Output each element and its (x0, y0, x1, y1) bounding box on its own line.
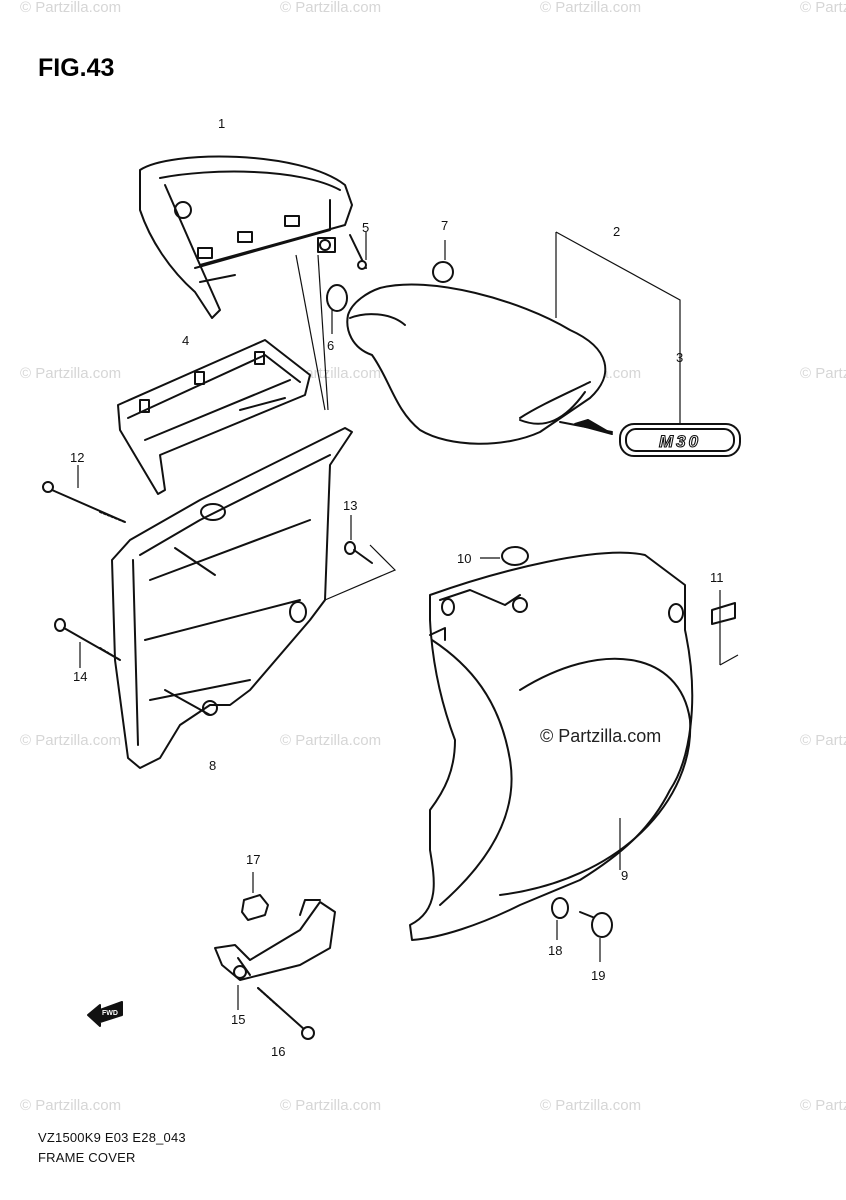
part-15-lower-bracket (214, 899, 336, 1010)
part-7-grommet (432, 240, 454, 283)
callout-14: 14 (73, 669, 87, 684)
part-10-cushion (480, 546, 529, 566)
callout-19: 19 (591, 968, 605, 983)
assembly-line (324, 544, 397, 601)
part-16-bolt (257, 987, 315, 1040)
callout-15: 15 (231, 1012, 245, 1027)
part-17-clip (241, 872, 269, 921)
part-11-plate (711, 590, 739, 666)
assembly-line (295, 254, 326, 411)
part-12-bolt (42, 465, 126, 523)
watermark: © Partzilla.com (20, 1097, 121, 1114)
watermark: © Partzilla.com (280, 1097, 381, 1114)
callout-12: 12 (70, 450, 84, 465)
callout-1: 1 (218, 116, 225, 131)
watermark: © Partzilla.com (800, 1097, 846, 1114)
assembly-line (317, 254, 329, 411)
part-2-side-cover (346, 283, 613, 445)
watermark: © Partzilla.com (800, 732, 846, 749)
figure-title: FIG.43 (38, 54, 115, 82)
callout-labels: 1 2 3 4 5 6 7 8 9 10 11 12 13 14 15 16 1… (70, 116, 724, 1059)
watermark: © Partzilla.com (800, 365, 846, 382)
watermark: © Partzilla.com (20, 365, 121, 382)
part-18-nut (551, 897, 569, 940)
callout-10: 10 (457, 551, 471, 566)
part-1-upper-cover (139, 155, 353, 319)
part-6-grommet (326, 284, 348, 334)
part-4-bracket (117, 339, 311, 495)
callout-16: 16 (271, 1044, 285, 1059)
callout-2: 2 (613, 224, 620, 239)
part-8-frame (111, 427, 353, 769)
callout-6: 6 (327, 338, 334, 353)
part-13-screw (344, 515, 373, 564)
watermark: © Partzilla.com (540, 0, 641, 16)
callout-8: 8 (209, 758, 216, 773)
part-9-lower-cover (409, 551, 694, 941)
watermark: © Partzilla.com (20, 732, 121, 749)
callout-11: 11 (710, 570, 724, 585)
part-14-bolt (54, 618, 121, 668)
front-direction-arrow-icon: FWD (87, 1001, 123, 1027)
watermark: © Partzilla.com (800, 0, 846, 16)
arrow-label: FWD (102, 1010, 118, 1017)
callout-9: 9 (621, 868, 628, 883)
callout-4: 4 (182, 333, 189, 348)
part-19-screw (579, 911, 613, 962)
center-watermark: © Partzilla.com (540, 726, 661, 746)
watermark: © Partzilla.com (280, 0, 381, 16)
callout-3: 3 (676, 350, 683, 365)
callout-7: 7 (441, 218, 448, 233)
callout-18: 18 (548, 943, 562, 958)
leader-line (555, 231, 681, 424)
figure-code: VZ1500K9 E03 E28_043 (38, 1130, 186, 1145)
figure-name: FRAME COVER (38, 1150, 136, 1165)
part-5-screw (349, 232, 367, 270)
watermark: © Partzilla.com (540, 1097, 641, 1114)
watermark: © Partzilla.com (20, 0, 121, 16)
callout-5: 5 (362, 220, 369, 235)
watermark: © Partzilla.com (280, 732, 381, 749)
part-3-emblem: M30 (619, 423, 741, 457)
emblem-text: M30 (659, 432, 701, 451)
callout-13: 13 (343, 498, 357, 513)
callout-17: 17 (246, 852, 260, 867)
